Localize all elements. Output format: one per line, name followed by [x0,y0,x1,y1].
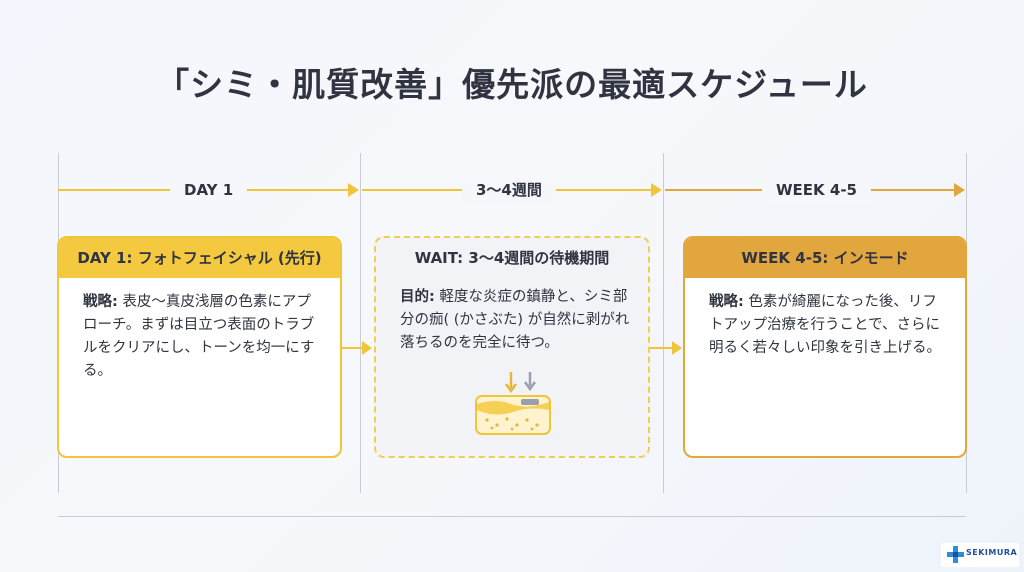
connector-arrow [342,347,364,349]
bottom-divider [58,516,966,517]
arrow-right-icon [651,183,662,197]
arrow-right-icon [672,341,682,355]
phase-divider [360,153,361,493]
timeline-label-week: WEEK 4-5 [762,178,871,202]
page-title: 「シミ・肌質改善」優先派の最適スケジュール [156,65,868,104]
timeline-label-wait: 3〜4週間 [462,178,556,202]
card-label: 目的: [400,289,435,305]
arrow-right-icon [348,183,359,197]
arrow-right-icon [362,341,372,355]
card-body: 戦略: 表皮〜真皮浅層の色素にアプローチ。まずは目立つ表面のトラブルをクリアにし… [59,278,340,383]
cross-logo-icon [947,546,964,563]
card-body: 戦略: 色素が綺麗になった後、リフトアップ治療を行うことで、さらに明るく若々しい… [685,278,965,360]
logo-text: SEKIMURA [966,548,1018,557]
card-header: DAY 1: フォトフェイシャル (先行) [59,238,340,278]
card-day1: DAY 1: フォトフェイシャル (先行) 戦略: 表皮〜真皮浅層の色素にアプロ… [57,236,342,458]
card-header: WAIT: 3〜4週間の待機期間 [414,249,610,267]
card-text: 表皮〜真皮浅層の色素にアプローチ。まずは目立つ表面のトラブルをクリアにし、トーン… [83,294,315,379]
card-text: 色素が綺麗になった後、リフトアップ治療を行うことで、さらに明るく若々しい印象を引… [709,294,941,356]
card-header: WEEK 4-5: インモード [685,238,965,278]
card-label: 戦略: [83,294,118,310]
arrow-right-icon [954,183,965,197]
card-body: 目的: 軽度な炎症の鎮静と、シミ部分の痂( (かさぶた) が自然に剥がれ落ちるの… [376,278,648,355]
skin-layer-icon [475,372,551,435]
timeline-label-day1: DAY 1 [170,178,248,202]
card-label: 戦略: [709,294,744,310]
connector-arrow [650,347,674,349]
phase-divider [663,153,664,493]
card-week4-5: WEEK 4-5: インモード 戦略: 色素が綺麗になった後、リフトアップ治療を… [683,236,967,458]
card-wait: WAIT: 3〜4週間の待機期間 目的: 軽度な炎症の鎮静と、シミ部分の痂( (… [374,236,650,458]
card-text: 軽度な炎症の鎮静と、シミ部分の痂( (かさぶた) が自然に剥がれ落ちるのを完全に… [400,289,630,351]
